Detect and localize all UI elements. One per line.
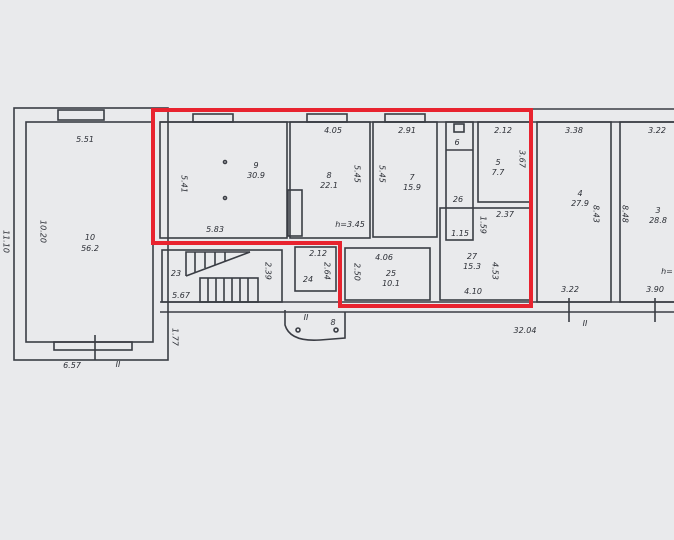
dimension: h=3.45 bbox=[335, 220, 365, 229]
dimension: 3.67 bbox=[518, 150, 527, 169]
dimension: 4.06 bbox=[375, 253, 393, 262]
room-number: 5 bbox=[495, 158, 500, 167]
staircase bbox=[185, 189, 303, 303]
dimension: 5.41 bbox=[180, 175, 189, 193]
highlighted-area-outline bbox=[151, 108, 533, 308]
room-number: 7 bbox=[409, 173, 415, 182]
dimension: 8.43 bbox=[592, 205, 601, 223]
room-area: 30.9 bbox=[247, 171, 265, 180]
room-area: 56.2 bbox=[81, 244, 99, 253]
room-24-walls bbox=[294, 246, 337, 292]
room-labels: 10 56.2 9 30.9 8 22.1 7 15.9 6 5 7.7 26 … bbox=[81, 138, 667, 327]
dimension: 2.39 bbox=[264, 262, 273, 280]
dimension: 3.22 bbox=[648, 126, 666, 135]
room-number: 26 bbox=[453, 195, 463, 204]
room-number: 9 bbox=[253, 161, 258, 170]
dimension: 5.51 bbox=[76, 135, 94, 144]
room-number: 3 bbox=[655, 206, 660, 215]
dimension: 8.48 bbox=[621, 205, 630, 223]
room-number: 8 bbox=[330, 318, 335, 327]
room-number: 8 bbox=[326, 171, 331, 180]
dimension: 2.64 bbox=[323, 262, 332, 280]
dimension: 1.15 bbox=[451, 229, 469, 238]
dimension: 2.50 bbox=[353, 263, 362, 281]
dimension-labels: 5.51 10.20 11.10 6.57 1.77 5.41 5.83 4.0… bbox=[2, 126, 673, 370]
dimension: 3.90 bbox=[646, 285, 664, 294]
room-25-walls bbox=[344, 247, 431, 301]
section-mark: II bbox=[583, 319, 588, 328]
section-marks: II II II bbox=[94, 298, 656, 369]
column-icon bbox=[295, 327, 301, 333]
dimension: 4.10 bbox=[464, 287, 482, 296]
room-number: 6 bbox=[454, 138, 459, 147]
room-area: 28.8 bbox=[649, 216, 667, 225]
dimension: 5.83 bbox=[206, 225, 224, 234]
dimension: 6.57 bbox=[63, 361, 82, 370]
window bbox=[384, 113, 426, 123]
section-mark: II bbox=[304, 313, 309, 322]
room-number: 27 bbox=[467, 252, 478, 261]
room-4-walls bbox=[536, 121, 612, 303]
dimension: 1.59 bbox=[479, 216, 488, 234]
room-area: 7.7 bbox=[492, 168, 506, 177]
dimension: 10.20 bbox=[39, 220, 48, 243]
room-number: 4 bbox=[577, 189, 582, 198]
dimension: 11.10 bbox=[2, 230, 11, 253]
room-area: 10.1 bbox=[382, 279, 400, 288]
dimension: 4.05 bbox=[324, 126, 342, 135]
room-3-walls bbox=[619, 121, 674, 303]
room-number: 24 bbox=[303, 275, 313, 284]
room-10-outer-wall bbox=[13, 107, 169, 361]
room-number: 10 bbox=[85, 233, 95, 242]
room-area: 27.9 bbox=[571, 199, 589, 208]
room-number: 23 bbox=[171, 269, 181, 278]
dimension: 32.04 bbox=[514, 326, 537, 335]
dimension: h= bbox=[661, 267, 673, 276]
section-mark: II bbox=[116, 360, 121, 369]
dimension: 4.53 bbox=[491, 262, 500, 280]
column-icon bbox=[222, 195, 228, 201]
dimension: 2.37 bbox=[496, 210, 515, 219]
dimension: 2.91 bbox=[398, 126, 416, 135]
column-icon bbox=[222, 159, 228, 165]
room-area: 15.9 bbox=[403, 183, 421, 192]
room-number: 25 bbox=[386, 269, 396, 278]
dimension: 5.67 bbox=[172, 291, 191, 300]
dimension: 2.12 bbox=[494, 126, 512, 135]
room-area: 15.3 bbox=[463, 262, 481, 271]
window bbox=[53, 341, 133, 351]
dimension: 2.12 bbox=[309, 249, 327, 258]
room-26-walls bbox=[445, 121, 474, 241]
entrance-porch bbox=[284, 310, 346, 342]
room-area: 22.1 bbox=[320, 181, 338, 190]
dimension: 3.22 bbox=[561, 285, 579, 294]
window bbox=[306, 113, 348, 123]
toilet-icon bbox=[453, 123, 465, 133]
column-icon bbox=[333, 327, 339, 333]
dimension: 1.77 bbox=[171, 328, 180, 347]
dimension: 3.38 bbox=[565, 126, 583, 135]
dimension: 5.45 bbox=[353, 165, 362, 183]
window bbox=[192, 113, 234, 123]
window bbox=[57, 109, 105, 121]
dimension: 5.45 bbox=[378, 165, 387, 183]
